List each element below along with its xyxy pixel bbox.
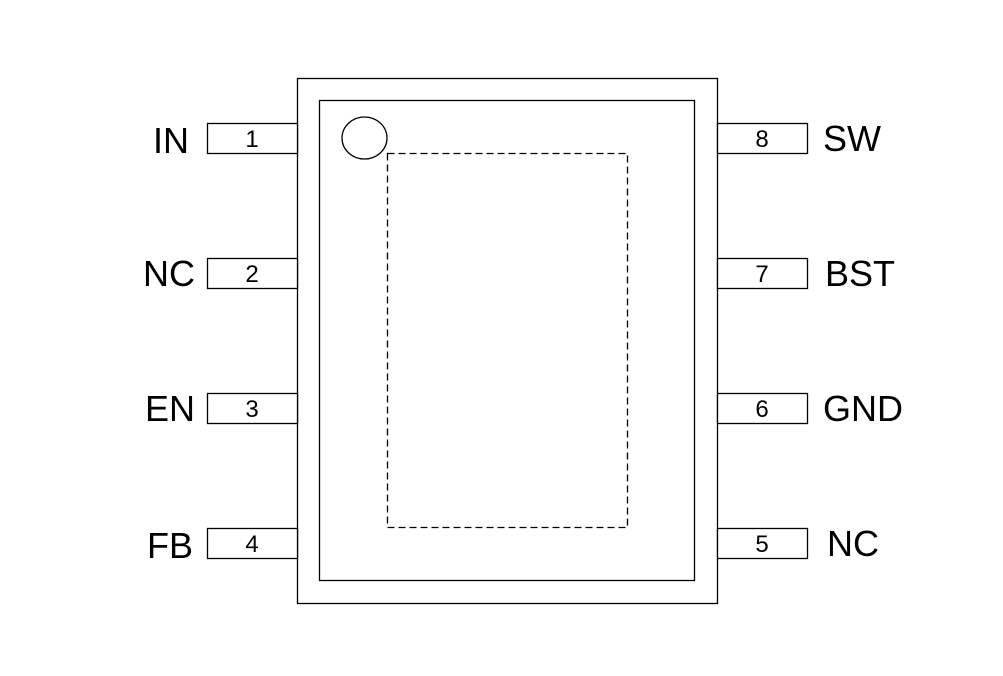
pin-6-number: 6 xyxy=(755,396,768,423)
pin-7-number: 7 xyxy=(755,261,768,288)
pin-4-number: 4 xyxy=(245,531,258,558)
pin-4: 4 FB xyxy=(147,525,299,566)
pin-6-label: GND xyxy=(823,388,903,429)
pin-1-number: 1 xyxy=(245,126,258,153)
pin-1: 1 IN xyxy=(153,120,299,161)
pin-7-pad xyxy=(716,257,809,290)
pin-6-pad xyxy=(716,392,809,425)
pin-8: 8 SW xyxy=(716,118,881,159)
pin-5-label: NC xyxy=(827,523,879,564)
pin-4-pad xyxy=(206,527,299,560)
package-outer-body xyxy=(296,77,719,605)
pin-1-pad xyxy=(206,122,299,155)
pin-6: 6 GND xyxy=(716,388,903,429)
pin-3-number: 3 xyxy=(245,396,258,423)
package-inner-body xyxy=(318,99,696,582)
pin-2-pad xyxy=(206,257,299,290)
pin-5-pad xyxy=(716,527,809,560)
pin-2: 2 NC xyxy=(143,253,299,294)
pin-7-label: BST xyxy=(825,253,895,294)
pin-3-label: EN xyxy=(145,388,195,429)
pin-4-label: FB xyxy=(147,525,193,566)
pin-3: 3 EN xyxy=(145,388,299,429)
pin-3-pad xyxy=(206,392,299,425)
pin-2-number: 2 xyxy=(245,261,258,288)
pin-5: 5 NC xyxy=(716,523,879,564)
pin-8-pad xyxy=(716,122,809,155)
pin-7: 7 BST xyxy=(716,253,895,294)
pin-8-number: 8 xyxy=(755,126,768,153)
exposed-pad-outline xyxy=(386,152,629,529)
pin1-indicator-dot xyxy=(341,116,388,160)
pin-8-label: SW xyxy=(823,118,881,159)
pin-2-label: NC xyxy=(143,253,195,294)
pin-5-number: 5 xyxy=(755,531,768,558)
pin-1-label: IN xyxy=(153,120,189,161)
